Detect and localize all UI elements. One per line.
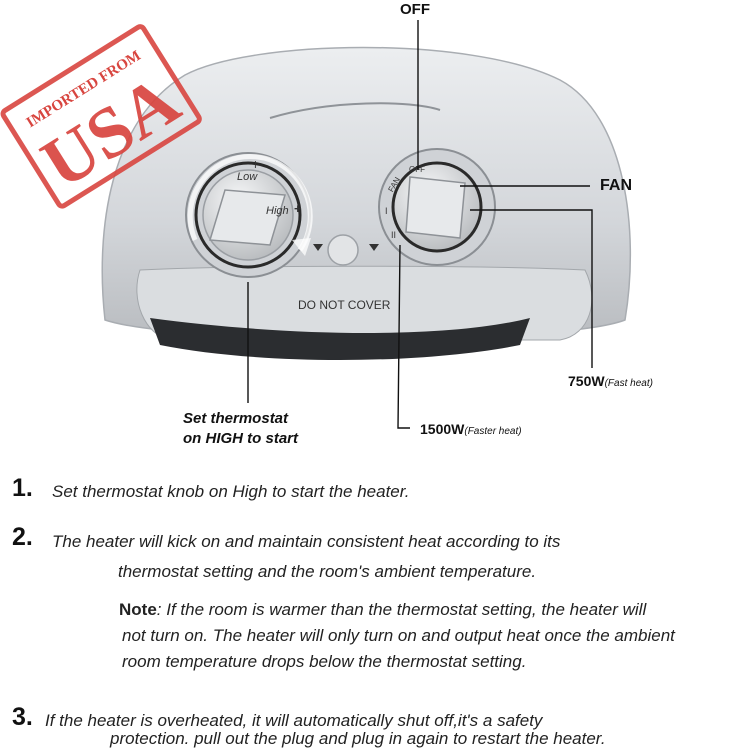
w750-callout: 750W(Fast heat)	[568, 373, 653, 389]
callout-lines	[247, 20, 593, 429]
step3-number: 3.	[12, 703, 33, 731]
heater-body	[101, 46, 632, 360]
step3-text-line2: protection. pull out the plug and plug i…	[110, 729, 606, 748]
step3-text-line1: If the heater is overheated, it will aut…	[45, 711, 543, 730]
thermostat-callout-line2: on HIGH to start	[183, 430, 298, 447]
thermostat-callout-line1: Set thermostat	[183, 410, 289, 427]
w1500-label: 1500W	[420, 421, 465, 437]
step1-text: Set thermostat knob on High to start the…	[52, 482, 410, 501]
note-line1: Note: If the room is warmer than the the…	[119, 600, 646, 620]
step2-text-line1: The heater will kick on and maintain con…	[52, 532, 561, 551]
w1500-callout: 1500W(Faster heat)	[420, 421, 522, 437]
step1-number: 1.	[12, 474, 33, 502]
arrow-left-icon	[313, 244, 323, 251]
thermostat-knob[interactable]: Low High I +	[185, 152, 313, 278]
thermostat-top-mark: I	[254, 160, 257, 171]
note-line3: room temperature drops below the thermos…	[122, 652, 527, 671]
thermostat-high-label: High	[266, 205, 289, 217]
step2-number: 2.	[12, 523, 33, 551]
arrow-right-icon	[369, 244, 379, 251]
w750-label: 750W	[568, 373, 605, 389]
heater-illustration: Low High I + OFF FAN I II DO NOT COVER	[0, 20, 632, 429]
do-not-cover-label: DO NOT COVER	[298, 298, 391, 312]
note-line2: not turn on. The heater will only turn o…	[122, 626, 675, 645]
w750-note: (Fast heat)	[604, 378, 653, 389]
fan-callout: FAN	[600, 177, 632, 194]
center-indicator	[313, 234, 379, 266]
indicator-light	[327, 234, 359, 266]
w1500-note: (Faster heat)	[464, 426, 522, 437]
off-callout: OFF	[400, 1, 430, 18]
switch-one-mark: I	[385, 206, 388, 216]
note-line1-text: : If the room is warmer than the thermos…	[156, 600, 647, 619]
switch-off-mark: OFF	[409, 165, 425, 174]
step2-text-line2: thermostat setting and the room's ambien…	[118, 562, 537, 581]
power-switch-knob[interactable]: OFF FAN I II	[378, 148, 496, 266]
thermostat-callout: Set thermostat on HIGH to start	[183, 409, 298, 449]
switch-two-mark: II	[391, 230, 396, 240]
note-label: Note	[119, 600, 157, 619]
thermostat-low-label: Low	[237, 171, 258, 183]
thermostat-plus-mark: +	[294, 201, 302, 216]
product-diagram: Low High I + OFF FAN I II DO NOT COVER	[0, 1, 653, 449]
